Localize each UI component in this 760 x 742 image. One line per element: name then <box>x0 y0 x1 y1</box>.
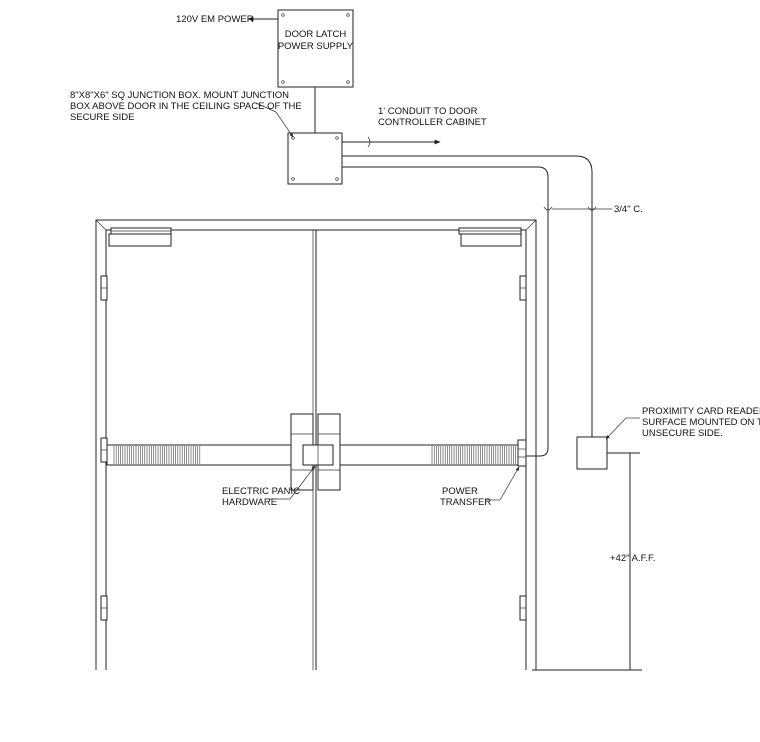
door-closer-left <box>108 227 172 247</box>
center-latch <box>290 413 341 491</box>
panic-bar-right <box>339 444 523 466</box>
height-dimension: +42" A.F.F. <box>600 553 655 671</box>
junction-label-1: 8"X8"X6" SQ JUNCTION BOX. MOUNT JUNCTION <box>70 90 289 101</box>
conduit-label-1: 1' CONDUIT TO DOOR <box>378 106 478 117</box>
reader-label-3: UNSECURE SIDE. <box>642 428 723 439</box>
junction-label-2: BOX ABOVE DOOR IN THE CEILING SPACE OF T… <box>70 101 302 112</box>
power-transfer-device <box>517 439 527 467</box>
power-supply-label-1: DOOR LATCH <box>285 29 347 40</box>
transfer-label-1: POWER <box>442 486 478 497</box>
card-reader-callout: PROXIMITY CARD READER, SURFACE MOUNTED O… <box>605 406 760 440</box>
hinges-right <box>519 275 527 621</box>
em-power-label: 120V EM POWER <box>176 14 254 25</box>
panic-hardware-callout: ELECTRIC PANIC HARDWARE <box>222 465 316 508</box>
junction-box <box>287 132 343 185</box>
conduit-size-label: 3/4" C. <box>614 204 643 215</box>
power-supply-box: DOOR LATCH POWER SUPPLY <box>277 9 354 88</box>
conduit-label-2: CONTROLLER CABINET <box>378 117 487 128</box>
panic-label-1: ELECTRIC PANIC <box>222 486 300 497</box>
controller-conduit: 1' CONDUIT TO DOOR CONTROLLER CABINET <box>342 106 487 148</box>
junction-label-3: SECURE SIDE <box>70 112 134 123</box>
power-transfer-conduit <box>342 166 549 457</box>
reader-label-1: PROXIMITY CARD READER, <box>642 406 760 417</box>
card-reader <box>576 436 640 670</box>
transfer-label-2: TRANSFER <box>440 497 491 508</box>
panic-label-2: HARDWARE <box>222 497 277 508</box>
panic-bar-left <box>106 444 293 466</box>
junction-box-callout: 8"X8"X6" SQ JUNCTION BOX. MOUNT JUNCTION… <box>70 90 302 138</box>
power-transfer-callout: POWER TRANSFER <box>440 466 520 508</box>
reader-label-2: SURFACE MOUNTED ON THE <box>642 417 760 428</box>
height-label: +42" A.F.F. <box>610 553 655 564</box>
door-closer-right <box>458 227 522 247</box>
power-supply-label-2: POWER SUPPLY <box>278 41 354 52</box>
card-reader-conduit <box>342 155 593 437</box>
em-power-callout: 120V EM POWER <box>176 14 278 25</box>
